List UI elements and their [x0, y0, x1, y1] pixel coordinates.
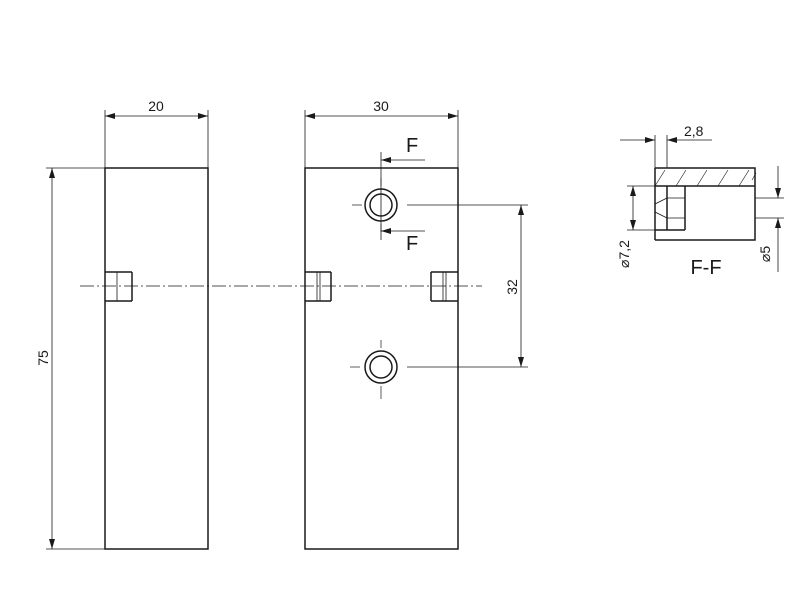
- upper-hole: [352, 178, 398, 232]
- inner-diameter-value: ⌀5: [757, 246, 773, 262]
- side-width-dimension-value: 30: [373, 98, 389, 114]
- section-line-f: F F: [380, 135, 425, 255]
- counterbore-depth-value: 2,8: [684, 123, 704, 139]
- inner-diameter-dimension: ⌀5: [755, 166, 784, 272]
- outer-diameter-dimension: ⌀7,2: [616, 185, 655, 268]
- counterbore-depth-dimension: 2,8: [620, 123, 712, 168]
- side-view-left-slot: [305, 271, 332, 302]
- height-dimension-value: 75: [35, 350, 51, 366]
- section-view-f-f: [654, 167, 757, 241]
- section-title: F-F: [690, 257, 721, 279]
- hole-spacing-dimension: 32: [407, 204, 528, 368]
- front-view-outline: [104, 167, 209, 550]
- outer-diameter-value: ⌀7,2: [616, 240, 632, 268]
- height-dimension: 75: [35, 167, 105, 550]
- side-width-dimension: 30: [304, 98, 459, 168]
- section-marker-top: F: [406, 135, 418, 157]
- front-width-dimension-value: 20: [148, 98, 164, 114]
- lower-hole: [350, 340, 398, 399]
- side-view: F F: [304, 135, 459, 550]
- front-view-slot: [105, 271, 133, 302]
- front-width-dimension: 20: [104, 98, 209, 168]
- section-hatching: [654, 169, 757, 187]
- section-marker-bottom: F: [406, 233, 418, 255]
- side-view-right-slot: [430, 271, 458, 302]
- side-view-outline: [304, 167, 459, 550]
- hole-spacing-dimension-value: 32: [504, 279, 520, 295]
- front-view: [104, 167, 209, 550]
